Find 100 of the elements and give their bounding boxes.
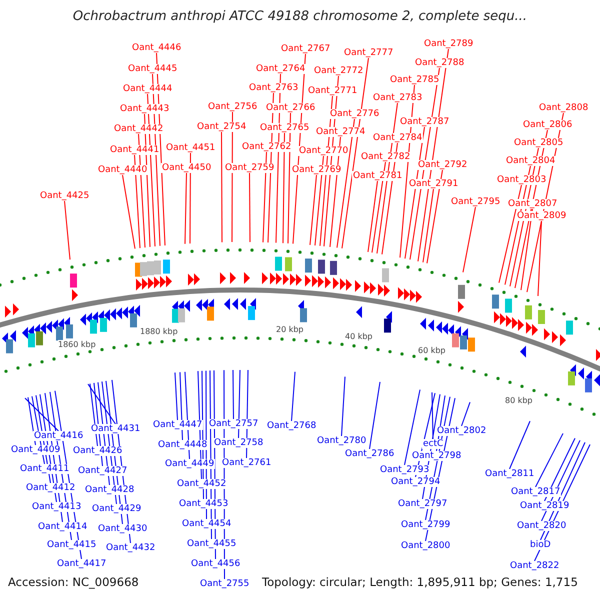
gene-label: Oant_4429 [91,504,142,514]
gene-label: Oant_2797 [397,499,448,509]
leader-line [122,174,136,250]
scale-label: 1860 kbp [58,340,96,349]
gene-label: Oant_2792 [417,160,468,170]
leader-line [535,432,564,488]
gene-label: Oant_4412 [25,483,76,493]
leader-line [24,398,59,432]
gene-label: ectC [422,439,444,449]
leader-line [291,371,296,422]
leader-line [422,188,434,263]
leader-line [372,162,386,254]
gene-label: Oant_4441 [109,145,160,155]
gene-label: Oant_2799 [400,520,452,530]
gene-label: Oant_2789 [423,39,474,49]
gene-label: Oant_4444 [122,84,174,94]
gene-label: Oant_2756 [207,102,258,112]
leader-line [190,152,191,244]
gene-label: Oant_2798 [411,451,462,461]
leader-line [221,132,222,243]
gene-label: Oant_2787 [399,117,450,127]
gene-label: Oant_4450 [161,163,212,173]
leader-line [184,172,187,244]
leader-line [134,154,140,249]
leader-line [462,206,476,273]
leader-line [88,384,116,424]
gene-label: Oant_4447 [152,420,204,430]
gene-label: Oant_4452 [176,479,228,489]
leader-line [249,172,250,243]
gene-label: Oant_2759 [224,163,276,173]
gene-label: Oant_4449 [164,459,216,469]
scale-label: 60 kbp [418,346,446,355]
gene-label: Oant_2777 [343,48,394,58]
gene-label: Oant_4446 [131,43,182,53]
gene-label: Oant_2817 [510,487,562,497]
gene-label: Oant_4430 [97,524,148,534]
gene-label: Oant_2754 [196,122,248,132]
gene-label: Oant_4414 [37,522,88,532]
leader-line [544,438,576,502]
gene-label: Oant_2780 [316,436,368,446]
leader-line [174,372,178,420]
gene-label: Oant_2809 [516,211,568,221]
leader-line [232,112,233,243]
gene-label: Oant_4451 [165,143,216,153]
gene-label: Oant_4428 [84,485,136,495]
gene-label: Oant_4426 [72,446,124,456]
gene-label: Oant_4443 [119,104,170,114]
leader-line [342,58,369,249]
gene-label: Oant_2768 [266,421,318,431]
scale-label: 20 kbp [276,324,304,334]
gene-label: Oant_2774 [315,127,366,137]
leader-line [498,184,522,284]
gene-label: Oant_4456 [190,559,242,569]
gene-label: Oant_2763 [248,83,300,93]
gene-label: Oant_2767 [280,44,332,54]
gene-label: Oant_2782 [360,152,412,162]
gene-label: Oant_2766 [265,103,316,113]
gene-label: Oant_2803 [496,175,548,185]
gene-label: Oant_2802 [436,426,488,436]
gene-label: Oant_2808 [538,103,590,113]
leader-line [314,156,324,246]
gene-label: Oant_4440 [97,165,148,175]
leader-line [404,126,425,260]
gene-label: Oant_2806 [522,120,574,130]
leader-line [461,402,470,426]
gene-label: Oant_2819 [519,501,570,511]
footer-text: Accession: NC_009668 [8,575,139,589]
leader-line [282,132,285,244]
leader-line [232,370,234,420]
gene-label: Oant_2783 [372,93,424,103]
leader-line [336,118,355,248]
gene-label: Oant_4453 [178,499,230,509]
gene-label: Oant_2811 [484,469,536,479]
gene-label: Oant_2795 [450,197,502,207]
gene-label: Oant_2761 [221,458,272,468]
gene-label: Oant_2822 [509,561,560,571]
gene-label: Oant_2781 [352,171,404,181]
gene-label: Oant_2785 [389,75,440,85]
gene-label: Oant_2758 [213,438,264,448]
gene-label: Oant_2771 [307,86,358,96]
gene-label: Oant_4413 [31,502,82,512]
gene-label: Oant_2788 [414,58,466,68]
gene-label: Oant_4411 [19,464,70,474]
leader-line [509,420,530,470]
gene-label: Oant_2762 [241,142,292,152]
gene-label: Oant_2804 [505,156,556,166]
leader-line [538,220,542,296]
gene-label: Oant_2800 [400,541,452,551]
scale-label: 80 kbp [505,396,533,405]
gene-label: Oant_4432 [105,543,156,553]
gene-label: Oant_2764 [255,64,306,74]
gene-label: Oant_2757 [208,419,260,429]
gene-label: Oant_2793 [379,465,430,475]
gene-label: Oant_4455 [186,539,238,549]
gene-label: Oant_2786 [344,449,396,459]
gene-label: Oant_4409 [10,445,62,455]
gene-label: Oant_2791 [408,179,460,189]
gene-label: Oant_2769 [291,165,342,175]
gene-label: Oant_4445 [127,64,178,74]
leader-line [310,174,317,246]
